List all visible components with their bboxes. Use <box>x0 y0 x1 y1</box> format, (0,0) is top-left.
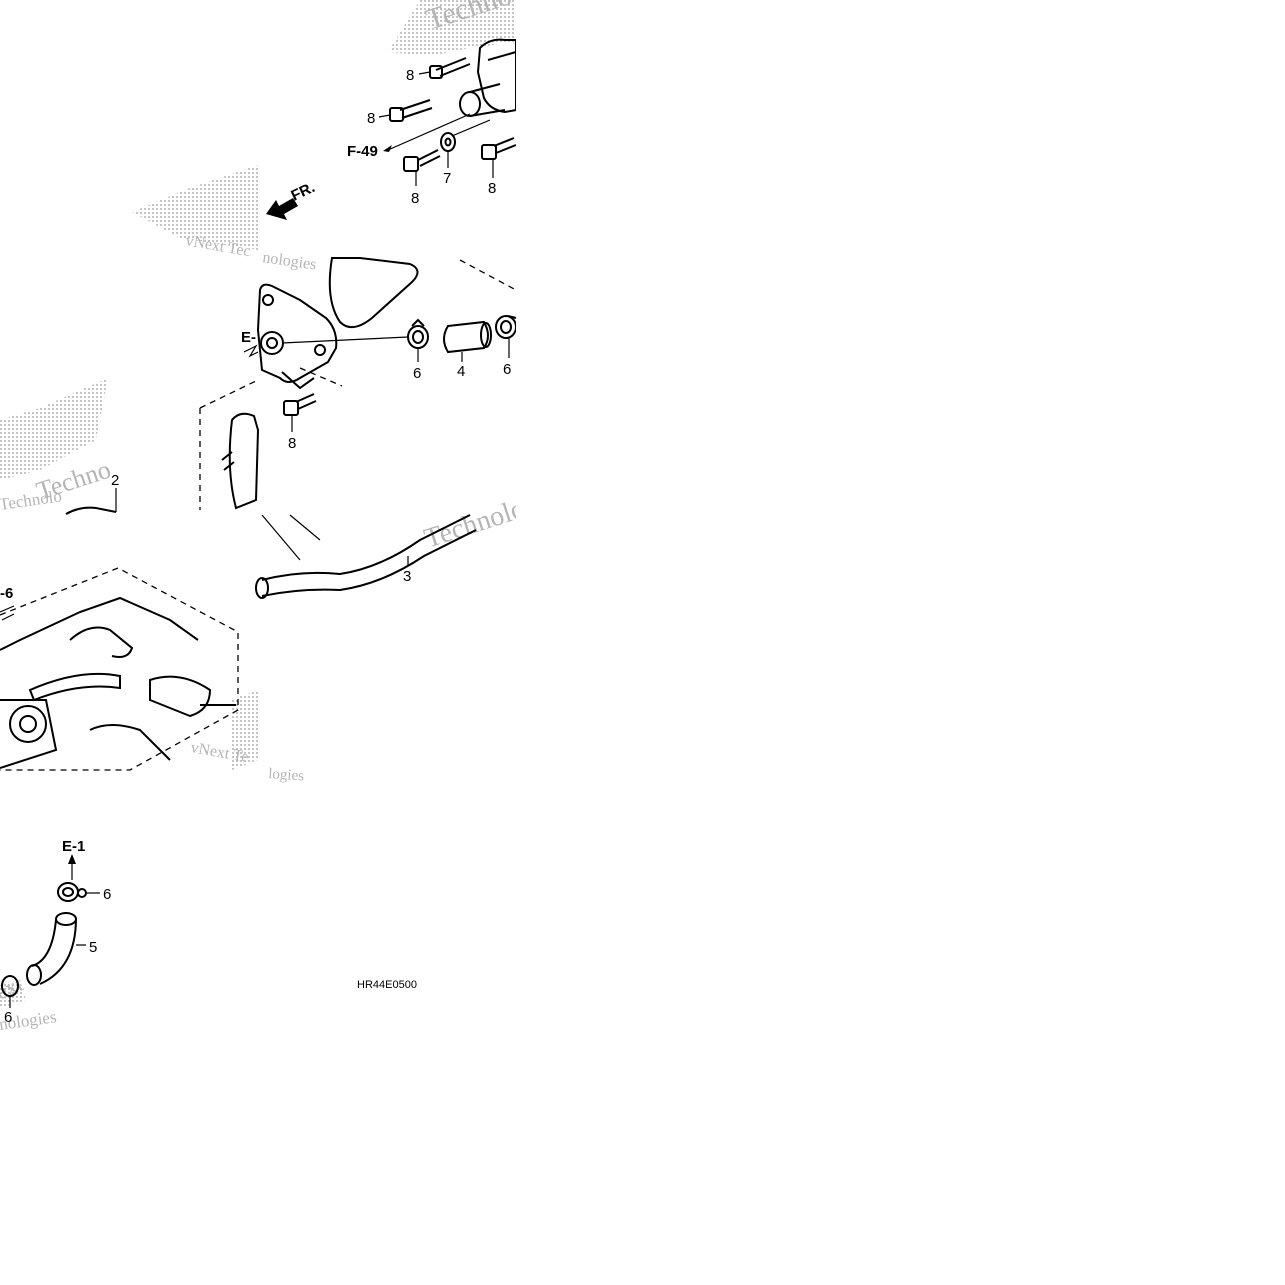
gasket-outline <box>328 257 419 329</box>
reference-labels: F-49 E-1 E- -6 <box>0 143 378 855</box>
thermostat-housing <box>459 38 517 117</box>
leader-lines-top <box>378 71 494 186</box>
crankcase-dashed <box>199 259 517 510</box>
hose-4 <box>443 320 492 354</box>
hose-5 <box>26 912 86 986</box>
ref-e-partial: E- <box>241 329 256 346</box>
callout-4: 4 <box>457 363 465 380</box>
clamp-6-lower <box>1 975 19 1008</box>
callout-6: 6 <box>4 1009 12 1026</box>
callout-8: 8 <box>411 190 419 207</box>
callout-3: 3 <box>403 568 411 585</box>
watermark: nologies <box>261 249 317 273</box>
bolt-8-b <box>389 99 433 122</box>
e1-arrow <box>68 854 76 880</box>
ref-6-partial: -6 <box>0 585 13 602</box>
leader-lines-mid <box>281 336 510 362</box>
callout-2: 2 <box>111 472 119 489</box>
ref-e1: E-1 <box>62 838 85 855</box>
clamp-6-left <box>407 318 429 349</box>
bolt-8-e <box>283 393 317 432</box>
bolt-8-a <box>429 57 471 79</box>
gasket-2 <box>65 488 117 515</box>
ref-f49: F-49 <box>347 143 378 160</box>
f49-arrow <box>383 145 392 152</box>
callout-8: 8 <box>367 110 375 127</box>
clamp-6-upper <box>57 882 100 902</box>
drawing-code: HR44E0500 <box>357 979 417 991</box>
pump-cover <box>256 283 338 390</box>
callout-8: 8 <box>406 67 414 84</box>
callout-8: 8 <box>488 180 496 197</box>
fr-arrow: FR. <box>266 179 318 220</box>
callout-8: 8 <box>288 435 296 452</box>
clamp-6-right <box>495 315 517 339</box>
callout-7: 7 <box>443 170 451 187</box>
callout-5: 5 <box>89 939 97 956</box>
watermark: logies <box>268 766 305 784</box>
bolt-8-d <box>481 137 517 160</box>
e-ref-bracket <box>243 344 259 358</box>
engine-case <box>0 567 239 771</box>
callout-6: 6 <box>413 365 421 382</box>
fr-label: FR. <box>289 179 318 205</box>
callout-6: 6 <box>103 886 111 903</box>
coolant-pipe-3 <box>255 514 477 599</box>
callout-6: 6 <box>503 361 511 378</box>
callout-numbers: 8 8 7 8 8 6 4 6 8 2 3 6 5 6 <box>4 67 511 1026</box>
bolt-8-c <box>403 149 441 172</box>
